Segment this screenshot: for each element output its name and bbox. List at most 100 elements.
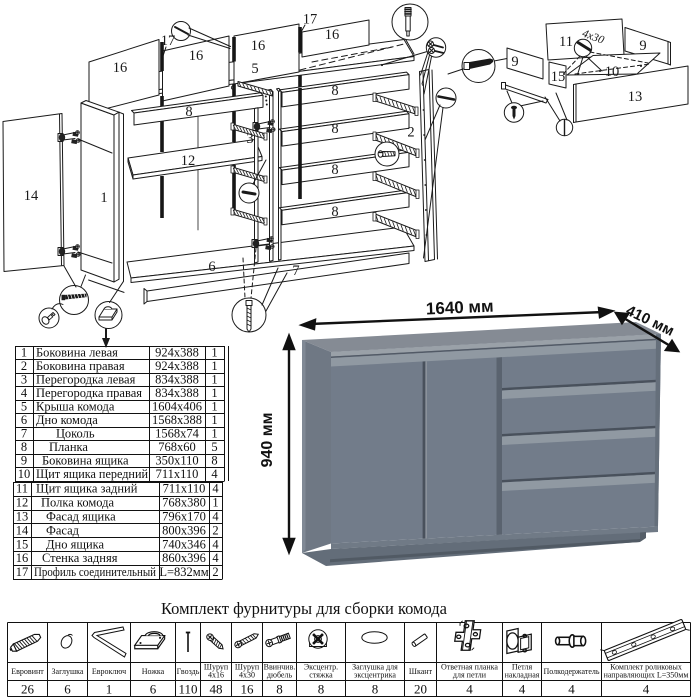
svg-text:13: 13 [628, 89, 643, 105]
svg-text:Заглушка для: Заглушка для [352, 663, 398, 672]
svg-text:Боковина левая: Боковина левая [36, 345, 118, 359]
svg-text:4: 4 [519, 682, 526, 697]
svg-text:834x388: 834x388 [155, 386, 199, 400]
svg-text:Ножка: Ножка [142, 667, 165, 676]
svg-text:16: 16 [113, 60, 128, 76]
svg-text:10: 10 [605, 64, 620, 80]
svg-text:4х30: 4х30 [239, 671, 255, 680]
svg-text:Ввинчив.: Ввинчив. [264, 663, 296, 672]
svg-text:15: 15 [16, 537, 29, 551]
svg-text:Эксцентр.: Эксцентр. [304, 663, 338, 672]
svg-text:15: 15 [551, 69, 566, 85]
svg-text:834x388: 834x388 [155, 372, 199, 386]
svg-text:8: 8 [331, 83, 338, 99]
svg-text:768x60: 768x60 [158, 440, 196, 454]
svg-text:Щит ящика задний: Щит ящика задний [36, 482, 138, 496]
svg-text:Боковина правая: Боковина правая [36, 359, 125, 373]
svg-text:1: 1 [211, 413, 217, 427]
svg-text:924x388: 924x388 [155, 345, 199, 359]
svg-text:1: 1 [211, 359, 217, 373]
svg-text:8: 8 [331, 121, 338, 137]
svg-text:эксцентрика: эксцентрика [354, 671, 396, 680]
svg-text:4: 4 [212, 537, 219, 551]
svg-text:Евровинт: Евровинт [11, 667, 44, 676]
svg-text:Дно ящика: Дно ящика [46, 537, 105, 551]
svg-text:Заглушка: Заглушка [52, 667, 84, 676]
svg-text:5: 5 [251, 61, 258, 77]
svg-text:11: 11 [16, 482, 28, 496]
svg-text:Фасад: Фасад [46, 523, 80, 537]
svg-text:Стенка задняя: Стенка задняя [42, 551, 118, 565]
svg-text:5: 5 [211, 440, 217, 454]
svg-text:4: 4 [212, 510, 219, 524]
svg-text:4: 4 [21, 386, 28, 400]
svg-text:8: 8 [276, 682, 283, 697]
svg-text:20: 20 [414, 682, 427, 697]
svg-text:2: 2 [212, 523, 218, 537]
svg-text:924x388: 924x388 [155, 359, 199, 373]
svg-text:Полка комода: Полка комода [41, 496, 115, 510]
svg-text:5: 5 [21, 399, 27, 413]
svg-text:Гвоздь: Гвоздь [177, 667, 200, 676]
svg-text:Шкант: Шкант [409, 667, 433, 676]
svg-text:26: 26 [21, 682, 35, 697]
svg-text:6: 6 [150, 682, 157, 697]
svg-text:Перегородка правая: Перегородка правая [36, 386, 142, 400]
svg-text:110: 110 [178, 682, 197, 697]
svg-text:Щит ящика передний: Щит ящика передний [36, 467, 148, 481]
svg-text:Крыша комода: Крыша комода [36, 399, 115, 413]
svg-text:14: 14 [24, 188, 39, 204]
svg-text:Профиль соединительный: Профиль соединительный [34, 565, 156, 579]
svg-text:17: 17 [303, 12, 318, 28]
svg-text:48: 48 [210, 682, 223, 697]
svg-text:350x110: 350x110 [155, 453, 198, 467]
svg-text:4: 4 [212, 551, 219, 565]
svg-text:накладная: накладная [505, 671, 540, 680]
svg-text:1640 мм: 1640 мм [426, 297, 494, 319]
svg-text:8: 8 [318, 682, 325, 697]
svg-text:6: 6 [64, 682, 71, 697]
svg-text:Комплект роликовых: Комплект роликовых [610, 663, 682, 672]
svg-text:1568x74: 1568x74 [155, 426, 200, 440]
svg-text:7: 7 [21, 426, 27, 440]
svg-text:1: 1 [211, 399, 217, 413]
svg-text:Петля: Петля [512, 663, 533, 672]
svg-text:Боковина ящика: Боковина ящика [42, 453, 129, 467]
svg-text:3: 3 [21, 372, 27, 386]
svg-text:Евроключ: Евроключ [92, 667, 126, 676]
svg-text:740x346: 740x346 [162, 537, 206, 551]
svg-text:6: 6 [208, 259, 215, 275]
svg-text:2: 2 [407, 125, 414, 141]
svg-text:2: 2 [21, 359, 27, 373]
svg-text:1: 1 [106, 682, 113, 697]
svg-text:дюбель: дюбель [267, 671, 293, 680]
svg-text:Шуруп: Шуруп [235, 663, 260, 672]
svg-text:1: 1 [21, 345, 27, 359]
svg-text:Цоколь: Цоколь [56, 426, 95, 440]
svg-text:13: 13 [16, 510, 29, 524]
svg-text:768x380: 768x380 [162, 496, 206, 510]
svg-text:для петли: для петли [453, 671, 487, 680]
svg-text:Дно комода: Дно комода [36, 413, 98, 427]
svg-text:711x110: 711x110 [156, 467, 199, 481]
svg-text:Полкодержатель: Полкодержатель [543, 667, 599, 676]
svg-text:стяжка: стяжка [309, 671, 333, 680]
svg-text:1: 1 [211, 426, 217, 440]
svg-text:17: 17 [16, 565, 29, 579]
svg-text:Фасад ящика: Фасад ящика [46, 510, 116, 524]
svg-text:Планка: Планка [49, 440, 88, 454]
svg-text:L=832мм: L=832мм [159, 565, 208, 579]
svg-text:направляющих L=350мм: направляющих L=350мм [604, 671, 689, 680]
svg-text:16: 16 [251, 38, 266, 54]
svg-text:8: 8 [211, 453, 217, 467]
svg-text:12: 12 [16, 496, 29, 510]
svg-text:Ответная планка: Ответная планка [441, 663, 498, 672]
svg-text:4х16: 4х16 [208, 671, 224, 680]
svg-text:9: 9 [21, 453, 27, 467]
svg-text:2: 2 [212, 565, 218, 579]
svg-text:1: 1 [211, 345, 217, 359]
svg-text:800x396: 800x396 [162, 523, 206, 537]
svg-text:8: 8 [21, 440, 27, 454]
svg-text:796x170: 796x170 [162, 510, 206, 524]
svg-text:11: 11 [559, 34, 573, 50]
